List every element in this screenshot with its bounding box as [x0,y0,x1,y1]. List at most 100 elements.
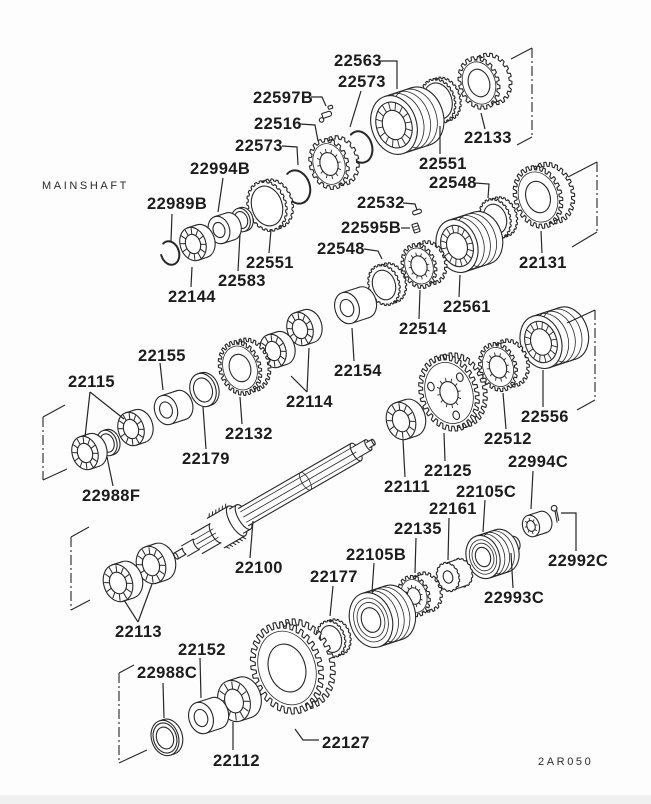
bearing-drum-22105C [465,528,520,580]
part-label-22105C: 22105C [456,483,517,501]
mainshaft-22100 [173,438,376,560]
leader-line-22132 [239,396,243,425]
pin-22532 [412,208,422,216]
part-label-22561: 22561 [443,298,491,316]
gear-22133 [457,52,513,110]
part-label-22595B: 22595B [341,219,402,237]
part-label-22551-mid: 22551 [246,254,294,272]
leader-line-22597B [311,96,327,107]
leader-line-22512 [502,392,507,430]
part-label-22154: 22154 [334,362,382,380]
section-line-22988C [118,664,148,764]
gear-22514 [400,240,448,289]
part-label-22100: 22100 [235,559,283,577]
leader-line-22994C [530,470,534,510]
part-label-22132: 22132 [225,425,273,443]
leader-line-22177 [329,585,334,617]
nut-22994C [521,510,553,538]
gear-22131 [512,161,576,229]
leader-line-22155 [159,362,164,391]
spline-hub-22161 [435,557,474,593]
bearing-22115-front [71,432,108,471]
section-line-22556 [566,309,596,411]
part-label-22115: 22115 [68,373,115,391]
leader-line-22113 [123,599,139,623]
leader-line-22514 [418,289,421,320]
leader-line-22551-mid [268,229,272,254]
part-label-22152: 22152 [178,641,226,659]
leader-line-22161 [447,517,450,561]
part-label-22556: 22556 [521,408,569,426]
part-label-22144: 22144 [168,288,216,306]
part-label-22583: 22583 [218,272,266,290]
part-label-22114: 22114 [286,393,333,411]
leader-line-22113 [137,583,153,623]
bearing-22112 [217,676,262,723]
washer-22179 [189,371,220,408]
sleeve-22561 [435,210,504,273]
leader-line-22561 [458,274,461,298]
leader-line-22105B [371,562,375,593]
race-22994B [207,212,242,245]
part-label-22113: 22113 [115,623,162,641]
leader-line-22988C [162,682,165,719]
part-label-22179: 22179 [182,450,230,468]
bearing-22111 [385,398,427,441]
part-label-22111: 22111 [384,478,431,496]
gear-22516 [308,135,360,190]
leader-line-22100 [249,520,254,559]
part-label-22988F: 22988F [82,487,141,505]
leader-line-22152 [199,657,202,699]
part-label-22112: 22112 [213,752,260,770]
parts-layer [71,52,590,757]
leader-line-22115 [89,391,125,420]
leader-line-22573-upper [349,90,362,128]
part-label-22125: 22125 [424,462,472,480]
bearing-22115-rear [117,408,154,447]
leader-lines-layer [42,47,598,764]
leader-line-22133 [480,112,486,130]
part-label-22597B: 22597B [253,89,314,107]
part-label-22573-upper: 22573 [338,73,386,91]
leader-line-22144 [190,266,193,288]
part-label-22105B: 22105B [346,546,407,564]
leader-line-22111 [402,439,406,478]
part-label-22989B: 22989B [147,195,208,213]
part-label-22573-mid: 22573 [235,137,283,155]
part-label-22127: 22127 [322,734,370,752]
leader-line-22154 [351,327,355,362]
part-label-22161: 22161 [429,500,477,518]
leader-line-22516 [299,123,319,142]
part-label-22563: 22563 [334,52,382,70]
sleeve-22556 [519,306,590,369]
part-label-22516: 22516 [254,115,302,133]
diagram-code: 2AR050 [538,756,594,768]
synchro-ring-22551-mid [246,178,295,232]
part-label-22514: 22514 [399,320,447,338]
leader-line-22548-mid [363,248,383,260]
spacer-22155 [153,389,194,426]
bearing-22113-rear [135,542,177,585]
leader-line-22127 [294,728,319,741]
section-line-22113 [70,526,91,611]
section-line-22115 [42,404,68,481]
leader-line-22992C [561,512,577,551]
part-label-22177: 22177 [310,568,358,586]
part-label-22551-upper: 22551 [419,155,467,173]
diagram-title: MAINSHAFT [42,180,129,192]
key-22597B [318,104,334,123]
spring-22595B [411,222,421,234]
gear-22512 [478,338,530,393]
spacer-22152 [188,696,230,735]
leader-line-22988F [106,456,114,487]
leader-line-22583 [237,233,241,272]
bearing-22113-front [102,560,144,603]
part-label-22512: 22512 [484,430,532,448]
leader-line-22125 [443,432,446,462]
leader-line-22131 [540,230,543,254]
part-label-22532: 22532 [357,194,405,212]
part-label-22994B: 22994B [190,160,251,178]
leader-line-22993C [510,552,514,589]
drum-22105B [348,584,417,648]
